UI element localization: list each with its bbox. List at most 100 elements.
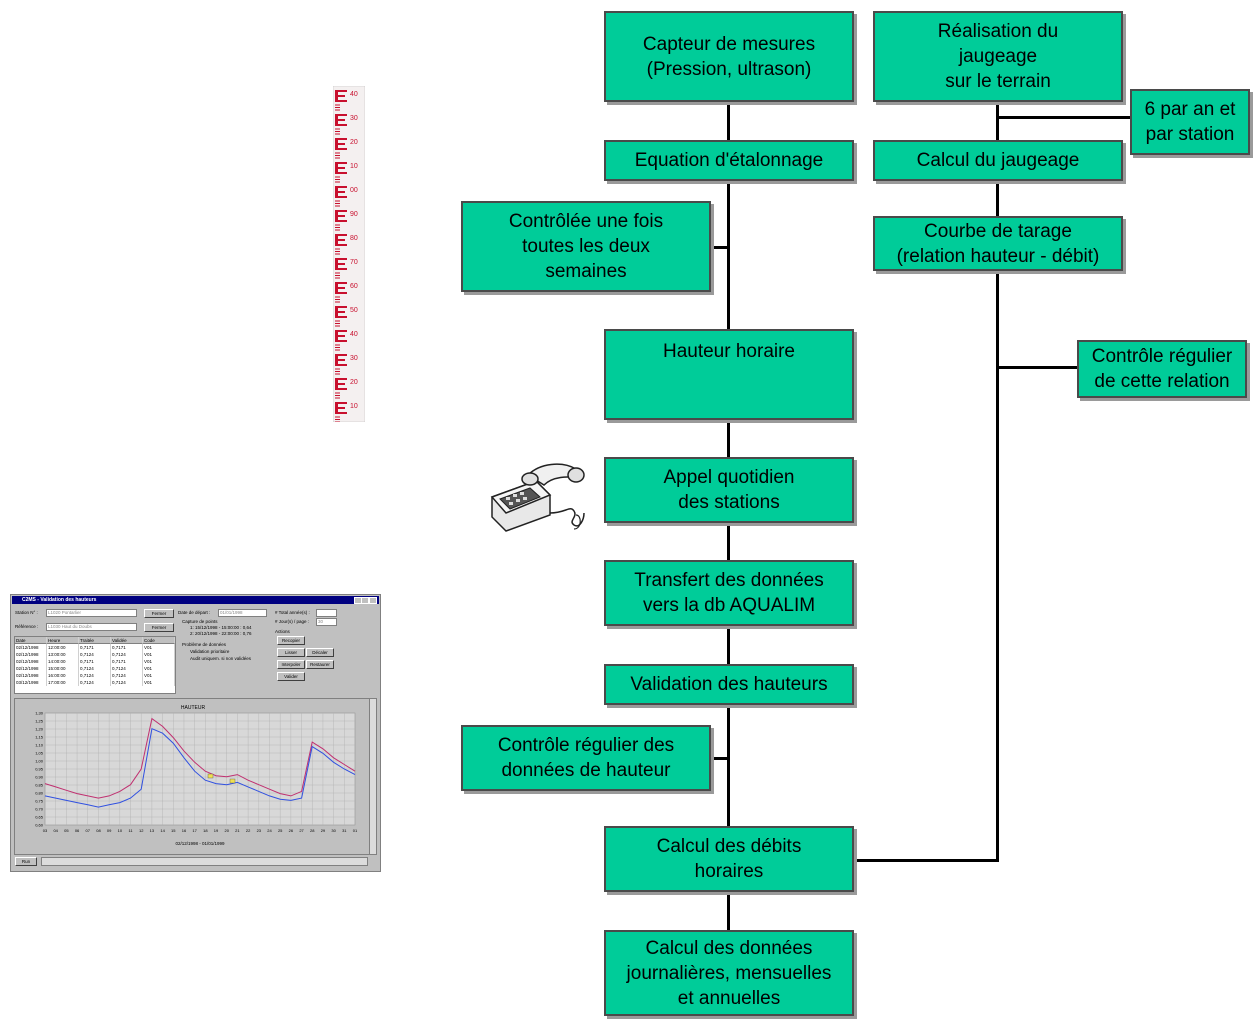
table-cell: 02/12/1998 (15, 665, 47, 672)
table-cell: 15:00:00 (47, 665, 79, 672)
ruler-tick (335, 248, 340, 250)
ruler-tick (335, 251, 340, 252)
y-tick-label: 0,95 (35, 767, 44, 772)
ruler-label: 30 (350, 115, 358, 122)
table-cell: V01 (143, 644, 175, 651)
table-cell: 0,7124 (111, 672, 143, 679)
date-depart-label: Date de départ : (178, 610, 211, 615)
table-cell: 02/12/1998 (15, 651, 47, 658)
ruler-mark (335, 138, 347, 150)
close-button[interactable] (369, 597, 377, 604)
ruler-label: 10 (350, 403, 358, 410)
maximize-button[interactable] (361, 597, 369, 604)
jours-page-field[interactable]: 30 (316, 618, 337, 626)
x-tick-label: 20 (224, 828, 229, 833)
lisser-button[interactable]: Lisser (277, 648, 305, 657)
ruler-tick (335, 157, 340, 159)
valider-button[interactable]: Valider (277, 672, 305, 681)
reference-select[interactable]: L1030 Haut du Doubs (46, 623, 137, 631)
ruler-tick (335, 299, 340, 300)
box-controlee-deux-semaines: Contrôlée une fois toutes les deux semai… (461, 201, 711, 292)
x-tick-label: 24 (267, 828, 272, 833)
ruler-mark (335, 162, 347, 174)
y-tick-label: 1,00 (35, 759, 44, 764)
table-cell: 0,7124 (79, 651, 111, 658)
ruler-mark (335, 258, 347, 270)
table-cell: V01 (143, 672, 175, 679)
total-annees-field[interactable] (316, 609, 337, 617)
station-select[interactable]: L1020 Pontarlier (46, 609, 137, 617)
col-validee: Validée (111, 637, 143, 644)
chart-horizontal-scrollbar[interactable] (41, 857, 368, 866)
table-header: Date Heure Traitée Validée Code (15, 637, 175, 644)
x-tick-label: 22 (246, 828, 251, 833)
run-button[interactable]: Run (15, 857, 37, 866)
ruler-tick (335, 224, 340, 226)
capture-option-2[interactable]: 2: 20/12/1998 - 22:00:00 : 0,76 (190, 631, 252, 636)
decaler-button[interactable]: Décaler (306, 648, 334, 657)
chart-vertical-scrollbar[interactable] (369, 698, 377, 855)
x-tick-label: 19 (214, 828, 219, 833)
table-cell: 0,7171 (111, 644, 143, 651)
table-cell: 0,7124 (111, 665, 143, 672)
date-depart-field[interactable]: 01/01/1998 (218, 609, 267, 617)
x-tick-label: 07 (86, 828, 91, 833)
x-tick-label: 03 (43, 828, 48, 833)
ruler-tick (335, 205, 340, 207)
table-cell: 0,7124 (79, 665, 111, 672)
col-date: Date (15, 637, 47, 644)
ruler-tick (335, 181, 340, 183)
capture-label: Capture de points (182, 619, 218, 624)
x-tick-label: 28 (310, 828, 315, 833)
table-cell: V01 (143, 651, 175, 658)
recopier-button[interactable]: Recopier (277, 636, 305, 645)
x-tick-label: 09 (107, 828, 112, 833)
table-cell: 02/12/1998 (15, 672, 47, 679)
validation-prioritaire-checkbox[interactable]: Validation prioritaire (190, 649, 230, 654)
ruler-label: 20 (350, 139, 358, 146)
ruler-tick (335, 109, 340, 111)
table-cell: 14:00:00 (47, 658, 79, 665)
interpoler-button[interactable]: Interpoler (277, 660, 305, 669)
x-tick-label: 26 (289, 828, 294, 833)
x-tick-label: 21 (235, 828, 240, 833)
ruler-tick (335, 203, 340, 204)
ruler-tick (335, 128, 340, 130)
ruler-mark (335, 114, 347, 126)
ruler-label: 40 (350, 91, 358, 98)
ruler-tick (335, 179, 340, 180)
ruler-mark (335, 210, 347, 222)
ruler-tick (335, 152, 340, 154)
x-tick-label: 16 (182, 828, 187, 833)
audit-checkbox[interactable]: Audit uniquem. si non validées (190, 656, 252, 661)
data-table[interactable]: Date Heure Traitée Validée Code 02/12/19… (14, 636, 176, 694)
fermer-reference-button[interactable]: Fermer (144, 623, 174, 632)
ruler-tick (335, 325, 340, 327)
table-cell: 03/12/1998 (15, 679, 47, 686)
ruler-mark (335, 354, 347, 366)
x-tick-label: 06 (75, 828, 80, 833)
capture-option-1[interactable]: 1: 15/12/1998 - 15:00:00 : 0,64 (190, 625, 252, 630)
restaurer-button[interactable]: Restaurer (306, 660, 334, 669)
connector-controle-hauteur (710, 757, 730, 760)
capture-marker-1 (207, 773, 214, 779)
fermer-station-button[interactable]: Fermer (144, 609, 174, 618)
table-cell: 02/12/1998 (15, 658, 47, 665)
ruler-tick (335, 296, 340, 298)
ruler-mark (335, 306, 347, 318)
box-validation-hauteurs: Validation des hauteurs (604, 664, 854, 705)
box-equation-etalonnage: Equation d'étalonnage (604, 140, 854, 181)
x-tick-label: 29 (321, 828, 326, 833)
x-tick-label: 11 (128, 828, 133, 833)
hauteur-chart: HAUTEUR 1,301,251,201,151,101,051,000,95… (35, 705, 358, 846)
capture-marker-2 (229, 778, 236, 784)
ruler-tick (335, 176, 340, 178)
